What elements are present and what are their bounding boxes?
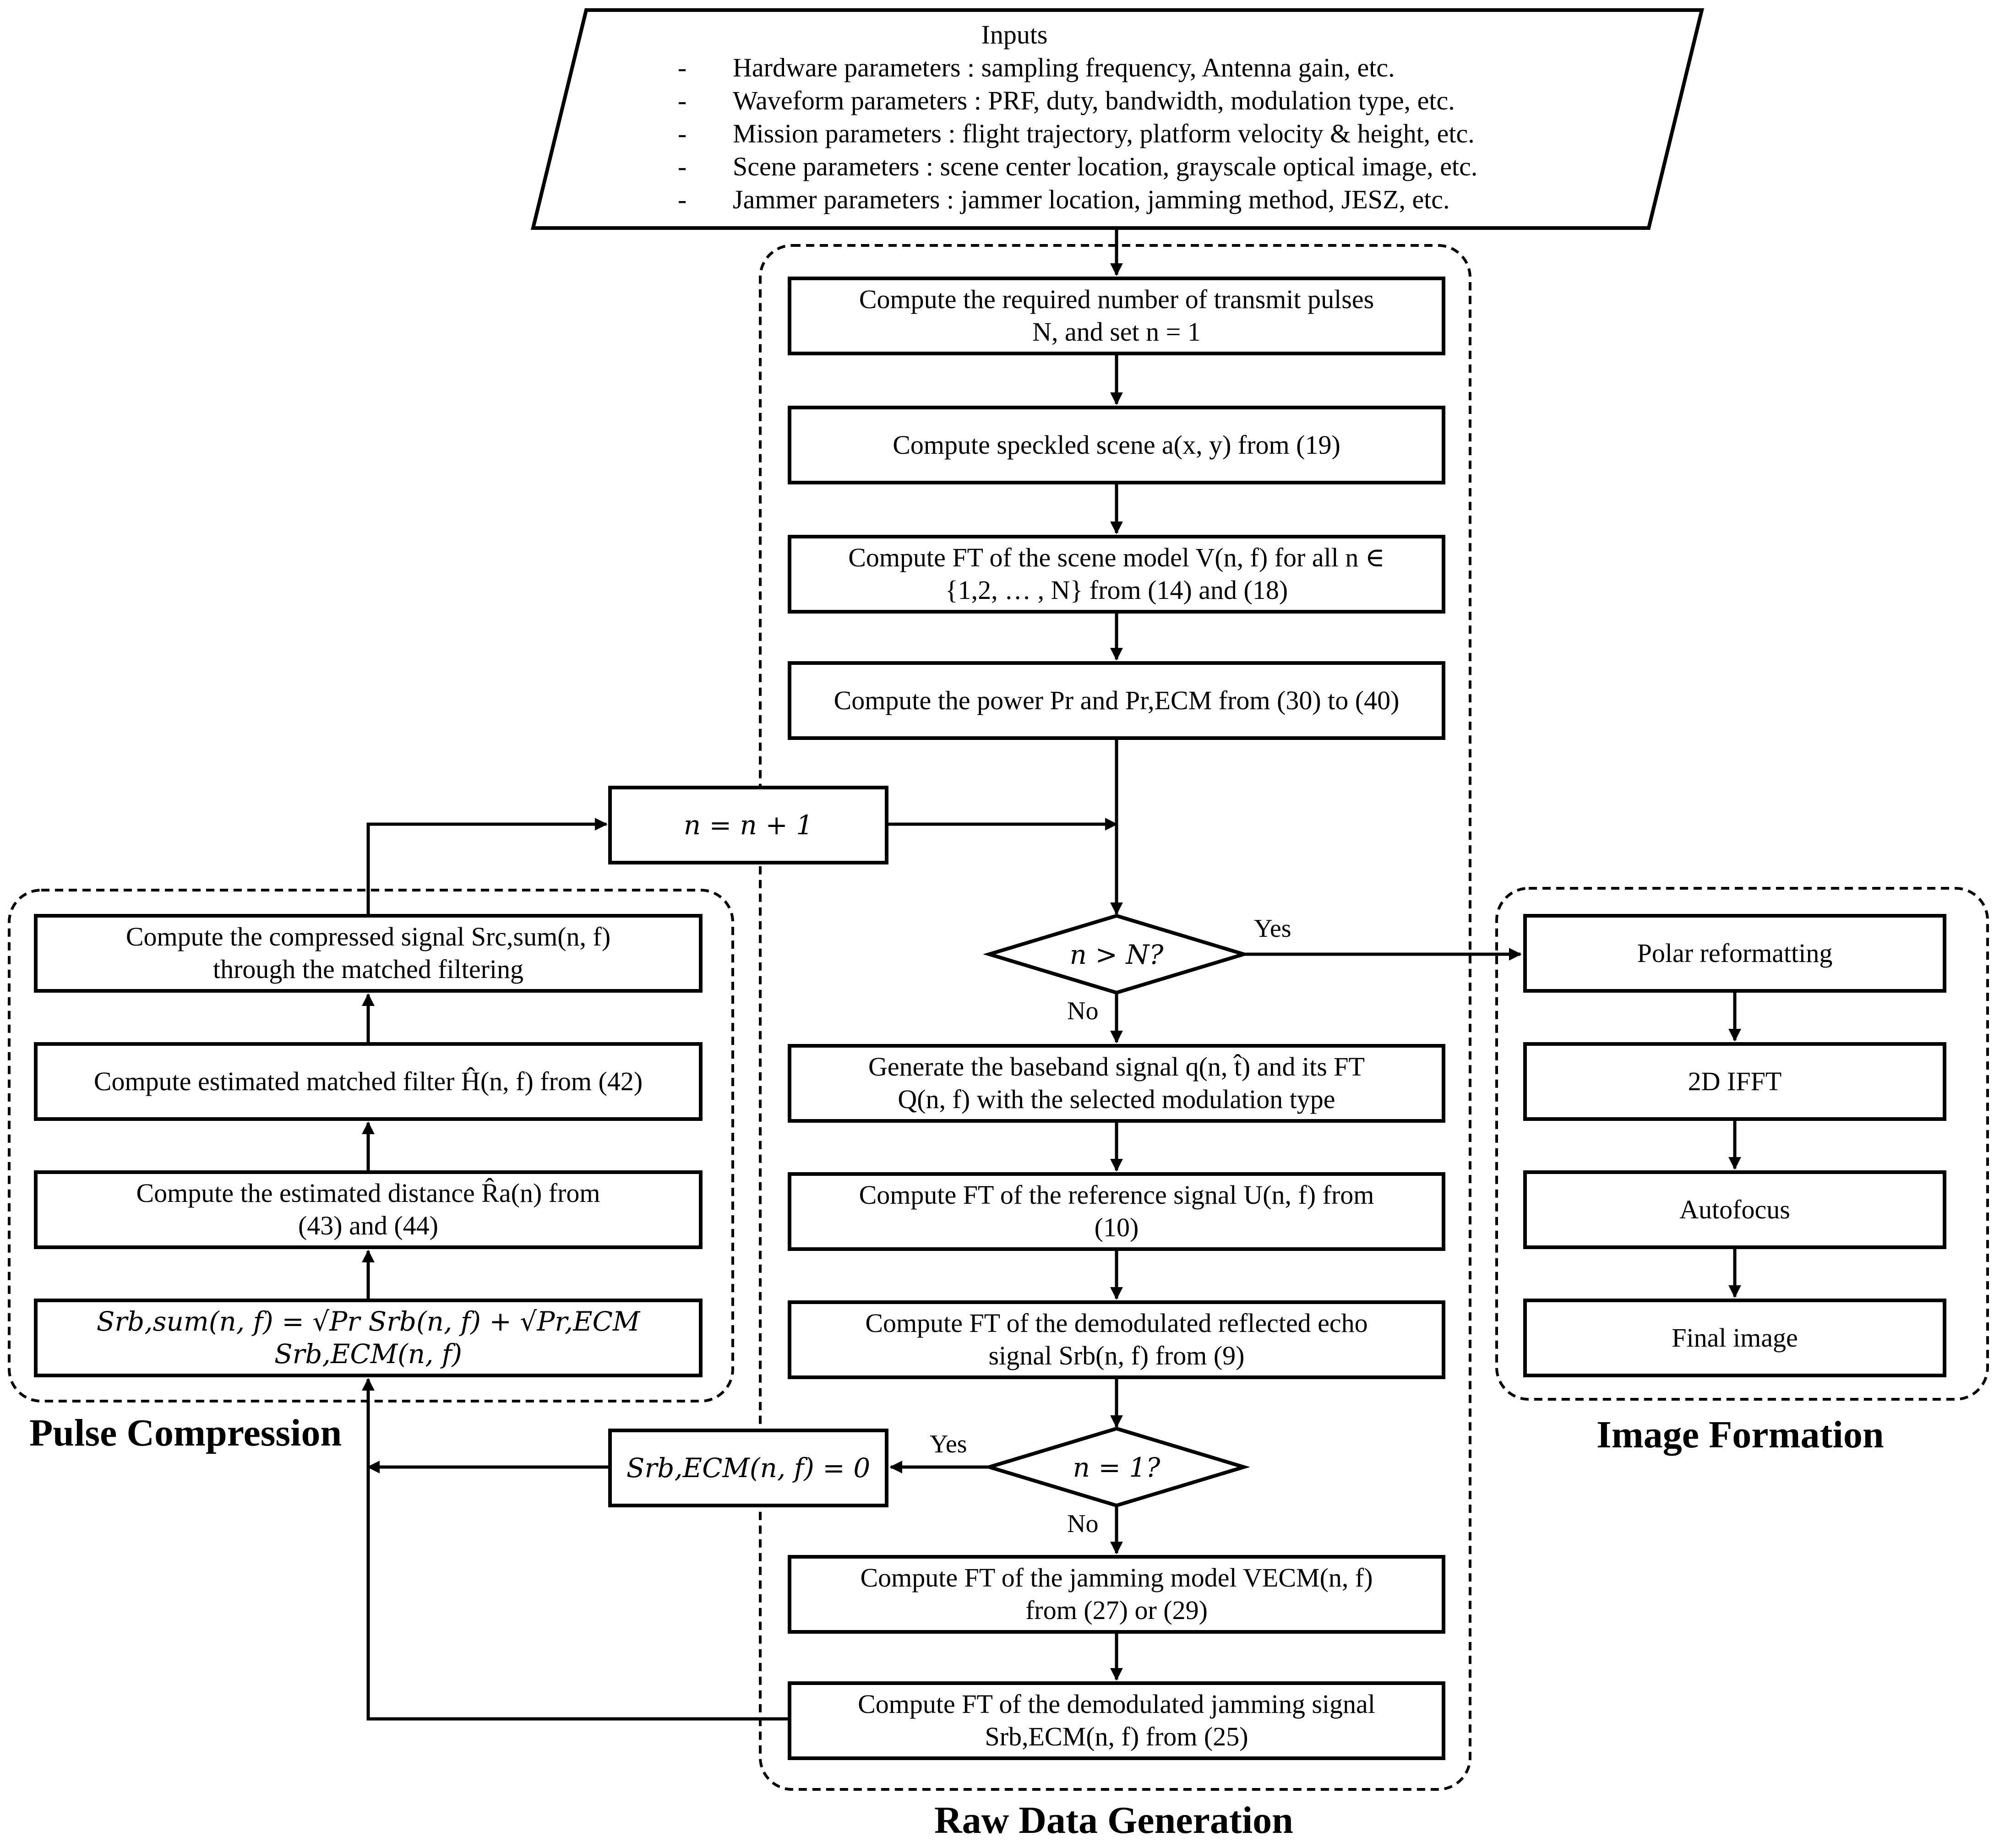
sum-signal-box: Srb,sum(n, f) = √Pr Srb(n, f) + √Pr,ECM … [34,1299,703,1377]
step-line: Compute FT of the demodulated reflected … [865,1308,1368,1338]
input-item-text: Jammer parameters : jammer location, jam… [733,185,1450,214]
bullet-dash: - [678,86,687,115]
step-line: Compute FT of the jamming model VECM(n, … [860,1563,1373,1593]
step-line: Compute the estimated distance R̂a(n) fr… [136,1178,600,1208]
step-line: Srb,ECM(n, f) from (25) [985,1722,1248,1751]
step-line: Autofocus [1679,1194,1790,1224]
step-line: Final image [1672,1322,1798,1353]
pulse-compression-group-frame [8,889,734,1402]
step-line: Compute estimated matched filter Ĥ(n, f)… [93,1066,643,1096]
matched-filter-box: Compute estimated matched filter Ĥ(n, f)… [34,1042,703,1121]
step-line: {1,2, … , N} from (14) and (18) [945,575,1288,605]
bullet-dash: - [678,185,687,214]
image-formation-title: Image Formation [1596,1413,1884,1456]
final-image-box: Final image [1523,1299,1946,1377]
step-jamming-signal: Compute FT of the demodulated jamming si… [788,1681,1445,1760]
input-item-text: Scene parameters : scene center location… [733,152,1478,181]
step-scene-model-ft: Compute FT of the scene model V(n, f) fo… [788,535,1445,614]
inputs-title: Inputs [981,20,1048,49]
increment-text: n = n + 1 [683,809,813,841]
step-speckled-scene: Compute speckled scene a(x, y) from (19) [788,406,1445,484]
decision2-yes-label: Yes [930,1430,967,1458]
step-line: Polar reformatting [1637,938,1833,968]
step-required-pulses: Compute the required number of transmit … [788,277,1445,355]
step-line: from (27) or (29) [1025,1595,1208,1625]
bullet-dash: - [678,152,687,181]
step-line: Compute the power Pr and Pr,ECM from (30… [834,685,1400,715]
arrow-step9-to-sum [362,1378,788,1721]
input-item: - Scene parameters : scene center locatio… [678,150,1594,183]
step-line: Q(n, f) with the selected modulation typ… [898,1084,1335,1114]
step-line: (10) [1094,1212,1139,1242]
input-item: - Waveform parameters : PRF, duty, bandwi… [678,84,1594,117]
step-line: 2D IFFT [1688,1066,1782,1096]
step-line: through the matched filtering [212,954,524,984]
zero-box-text: Srb,ECM(n, f) = 0 [626,1452,871,1484]
decision1-yes-label: Yes [1254,914,1291,943]
step-line: (43) and (44) [298,1211,438,1240]
step-line: Generate the baseband signal q(n, t̂) an… [868,1052,1365,1082]
decision2-no-label: No [1067,1510,1099,1538]
decision2-text: n = 1? [1073,1452,1160,1483]
step-line: Compute speckled scene a(x, y) from (19) [893,429,1340,460]
input-item-text: Mission parameters : flight trajectory, … [733,119,1475,148]
step-baseband-signal: Generate the baseband signal q(n, t̂) an… [788,1044,1445,1123]
step-compute-power: Compute the power Pr and Pr,ECM from (30… [788,661,1445,740]
inputs-parallelogram [530,8,1705,230]
input-item-text: Hardware parameters : sampling frequency… [733,53,1395,82]
polar-reformatting-box: Polar reformatting [1523,914,1946,993]
step-line: signal Srb(n, f) from (9) [988,1341,1245,1370]
estimated-distance-box: Compute the estimated distance R̂a(n) fr… [34,1170,703,1249]
step-reference-signal: Compute FT of the reference signal U(n, … [788,1172,1445,1251]
input-item: - Mission parameters : flight trajectory,… [678,117,1594,150]
step-line: Compute the compressed signal Src,sum(n,… [125,922,611,952]
bullet-dash: - [678,119,687,148]
step-reflected-echo: Compute FT of the demodulated reflected … [788,1300,1445,1379]
step-line: Compute FT of the reference signal U(n, … [859,1180,1374,1210]
step-line: Compute FT of the scene model V(n, f) fo… [848,543,1385,573]
input-item-text: Waveform parameters : PRF, duty, bandwid… [733,86,1455,115]
decision1-no-label: No [1067,997,1099,1025]
step-line: N, and set n = 1 [1032,317,1201,347]
step-jamming-model: Compute FT of the jamming model VECM(n, … [788,1555,1445,1634]
increment-box: n = n + 1 [608,786,888,864]
inputs-block: Inputs - Hardware parameters : sampling f… [678,18,1594,216]
input-item: - Jammer parameters : jammer location, ja… [678,183,1594,216]
step-line: Compute FT of the demodulated jamming si… [858,1689,1375,1719]
bullet-dash: - [678,53,687,82]
arrow-compressed-to-increment [366,818,608,916]
raw-data-generation-title: Raw Data Generation [934,1799,1293,1842]
ifft-box: 2D IFFT [1523,1042,1946,1121]
pulse-compression-title: Pulse Compression [29,1412,342,1454]
autofocus-box: Autofocus [1523,1170,1946,1249]
compressed-signal-box: Compute the compressed signal Src,sum(n,… [34,914,703,993]
decision1-text: n > N? [1069,939,1164,970]
step-line: Compute the required number of transmit … [859,284,1374,315]
image-formation-group-frame [1495,887,1989,1401]
input-item: - Hardware parameters : sampling frequenc… [678,51,1594,84]
zero-jamming-box: Srb,ECM(n, f) = 0 [608,1429,888,1507]
sum-equation: Srb,sum(n, f) = √Pr Srb(n, f) + √Pr,ECM … [96,1306,640,1370]
